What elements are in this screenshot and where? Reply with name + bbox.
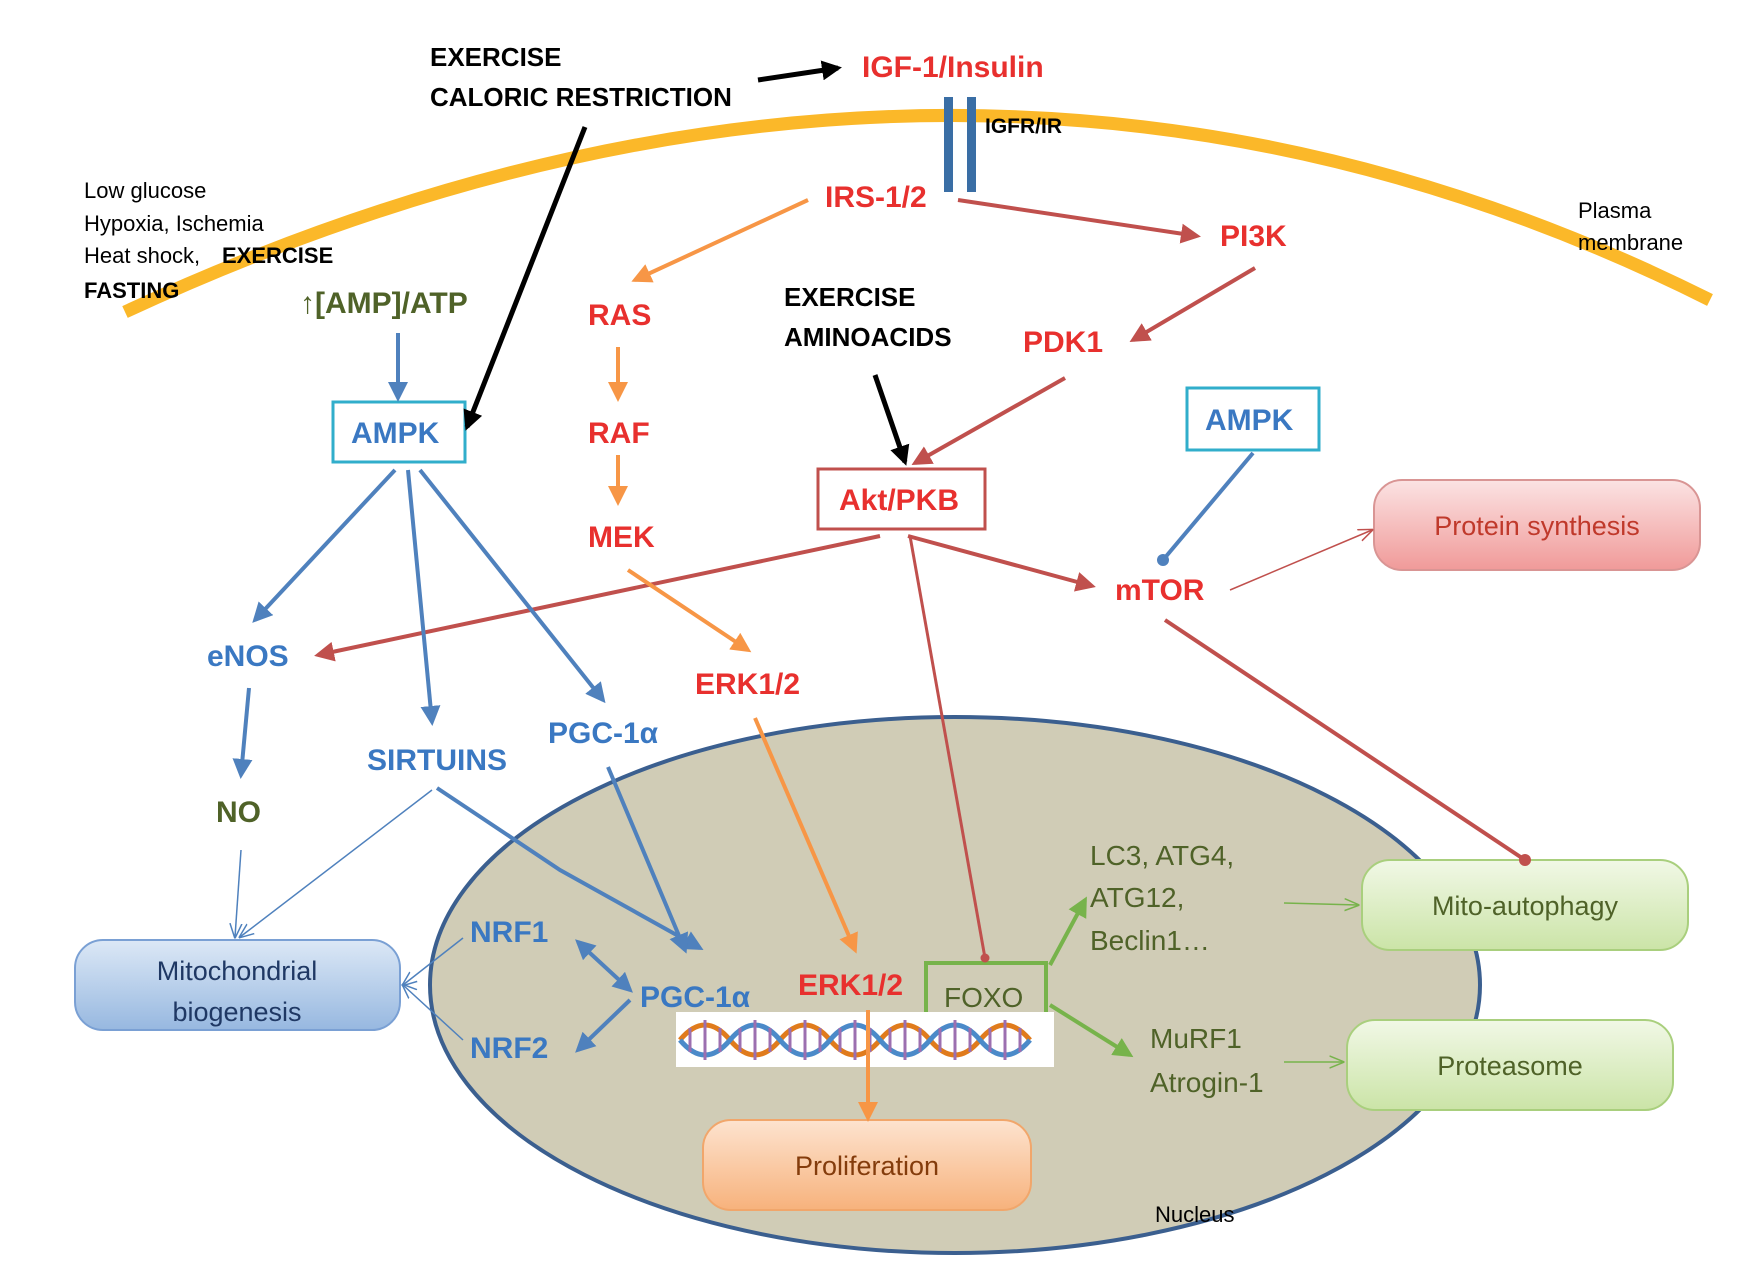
arrow-akt-to-enos (314, 534, 881, 662)
arrow-aminoacids-to-akt (872, 374, 910, 466)
gene-beclin1: Beclin1… (1090, 925, 1210, 956)
outcome-protein-synthesis: Protein synthesis (1434, 511, 1640, 541)
node-nrf1: NRF1 (470, 916, 548, 949)
akt-box (816, 467, 987, 531)
node-pgc-nucleus: PGC-1α (640, 981, 751, 1014)
outcome-proliferation: Proliferation (795, 1151, 939, 1181)
node-ras: RAS (588, 299, 651, 332)
arrow-irs-to-pi3k (957, 198, 1201, 244)
arrow-sirtuins-to-biogenesis (240, 789, 433, 937)
stimulus-exercise-1: EXERCISE (430, 42, 562, 72)
arrow-exercise-to-ampk (463, 126, 588, 431)
arrow-ampk-to-pgc (418, 468, 606, 704)
node-mtor: mTOR (1115, 574, 1205, 607)
node-ampk-left: AMPK (351, 417, 440, 450)
arrow-pdk1-to-akt (911, 376, 1066, 465)
stimulus-exercise-2: EXERCISE (784, 282, 916, 312)
arrow-pgc-to-nrf1 (575, 939, 633, 993)
gene-atrogin1: Atrogin-1 (1150, 1067, 1264, 1098)
arrow-ampk-to-sirtuins (406, 469, 441, 726)
receptor-icon (944, 97, 976, 192)
node-no: NO (216, 796, 261, 829)
node-ampk-right: AMPK (1205, 404, 1294, 437)
node-irs: IRS-1/2 (825, 181, 927, 214)
outcome-proteasome: Proteasome (1437, 1051, 1583, 1081)
mito-biogenesis-box (74, 939, 401, 1031)
node-erk-nucleus: ERK1/2 (798, 969, 903, 1002)
arrow-ampk-to-enos (252, 468, 397, 623)
stress-hypoxia: Hypoxia, Ischemia (84, 211, 265, 236)
gene-lc3-atg4: LC3, ATG4, (1090, 840, 1234, 871)
arrow-foxo-to-atrogenes (1048, 1003, 1134, 1058)
outcome-mito-autophagy: Mito-autophagy (1432, 891, 1619, 921)
nucleus (428, 715, 1482, 1255)
membrane-label-1: Plasma (1578, 198, 1652, 223)
node-mek: MEK (588, 521, 655, 554)
arrow-ampk-right-to-mtor (1157, 451, 1255, 566)
gene-atg12: ATG12, (1090, 882, 1184, 913)
node-pi3k: PI3K (1220, 220, 1287, 253)
arrow-no-to-biogenesis (235, 849, 241, 937)
arrow-pgc-to-nucleus (606, 766, 689, 954)
arrow-genes-to-mito-autophagy (1283, 903, 1358, 905)
nucleus-label: Nucleus (1155, 1202, 1234, 1227)
stimulus-caloric-restriction: CALORIC RESTRICTION (430, 82, 732, 112)
stress-fasting: FASTING (84, 278, 179, 303)
node-foxo: FOXO (944, 982, 1023, 1013)
inhibit-mtor-to-autophagy (1163, 618, 1531, 866)
node-nrf2: NRF2 (470, 1032, 548, 1065)
gene-murf1: MuRF1 (1150, 1023, 1242, 1054)
arrow-pgc-to-nrf2 (575, 998, 632, 1053)
arrow-nrf2-to-biogenesis (403, 985, 464, 1041)
arrow-pi3k-to-pdk1 (1129, 266, 1257, 343)
stress-exercise: EXERCISE (222, 243, 333, 268)
arrow-nrf1-to-biogenesis (403, 937, 464, 985)
membrane-label-2: membrane (1578, 230, 1683, 255)
stress-heat-shock: Heat shock, (84, 243, 200, 268)
protein-synthesis-box (1373, 479, 1701, 571)
inhibit-akt-to-foxo (908, 535, 990, 963)
node-pdk1: PDK1 (1023, 326, 1103, 359)
node-pgc-cytoplasm: PGC-1α (548, 717, 659, 750)
arrow-foxo-to-autophagy-genes (1048, 896, 1087, 966)
receptor-label: IGFR/IR (985, 115, 1062, 138)
plasma-membrane (122, 109, 1713, 318)
stress-low-glucose: Low glucose (84, 178, 206, 203)
node-igf1-insulin: IGF-1/Insulin (862, 51, 1044, 84)
arrow-erk-to-nucleus (753, 717, 858, 954)
arrow-enos-to-no (232, 687, 253, 779)
arrow-sirtuins-to-pgc (435, 786, 704, 950)
dna-icon (676, 1012, 1054, 1067)
arrow-akt-to-mtor (907, 534, 1096, 592)
node-sirtuins: SIRTUINS (367, 744, 507, 777)
node-akt-pkb: Akt/PKB (839, 484, 959, 517)
ampk-right-box (1185, 386, 1321, 452)
node-amp-atp: ↑[AMP]/ATP (300, 287, 468, 320)
arrow-exercise-to-igf1 (757, 60, 842, 83)
arrow-irs-to-ras (631, 198, 809, 283)
outcome-mito-biogenesis-2: biogenesis (172, 997, 301, 1027)
proteasome-box (1346, 1019, 1674, 1111)
node-raf: RAF (588, 417, 650, 450)
stimulus-aminoacids: AMINOACIDS (784, 322, 952, 352)
arrow-mtor-to-protein-synthesis (1229, 530, 1372, 591)
ampk-left-box (331, 400, 467, 464)
outcome-mito-biogenesis-1: Mitochondrial (157, 956, 318, 986)
node-erk-cytoplasm: ERK1/2 (695, 668, 800, 701)
node-enos: eNOS (207, 640, 289, 673)
arrow-mek-to-erk (626, 568, 752, 653)
